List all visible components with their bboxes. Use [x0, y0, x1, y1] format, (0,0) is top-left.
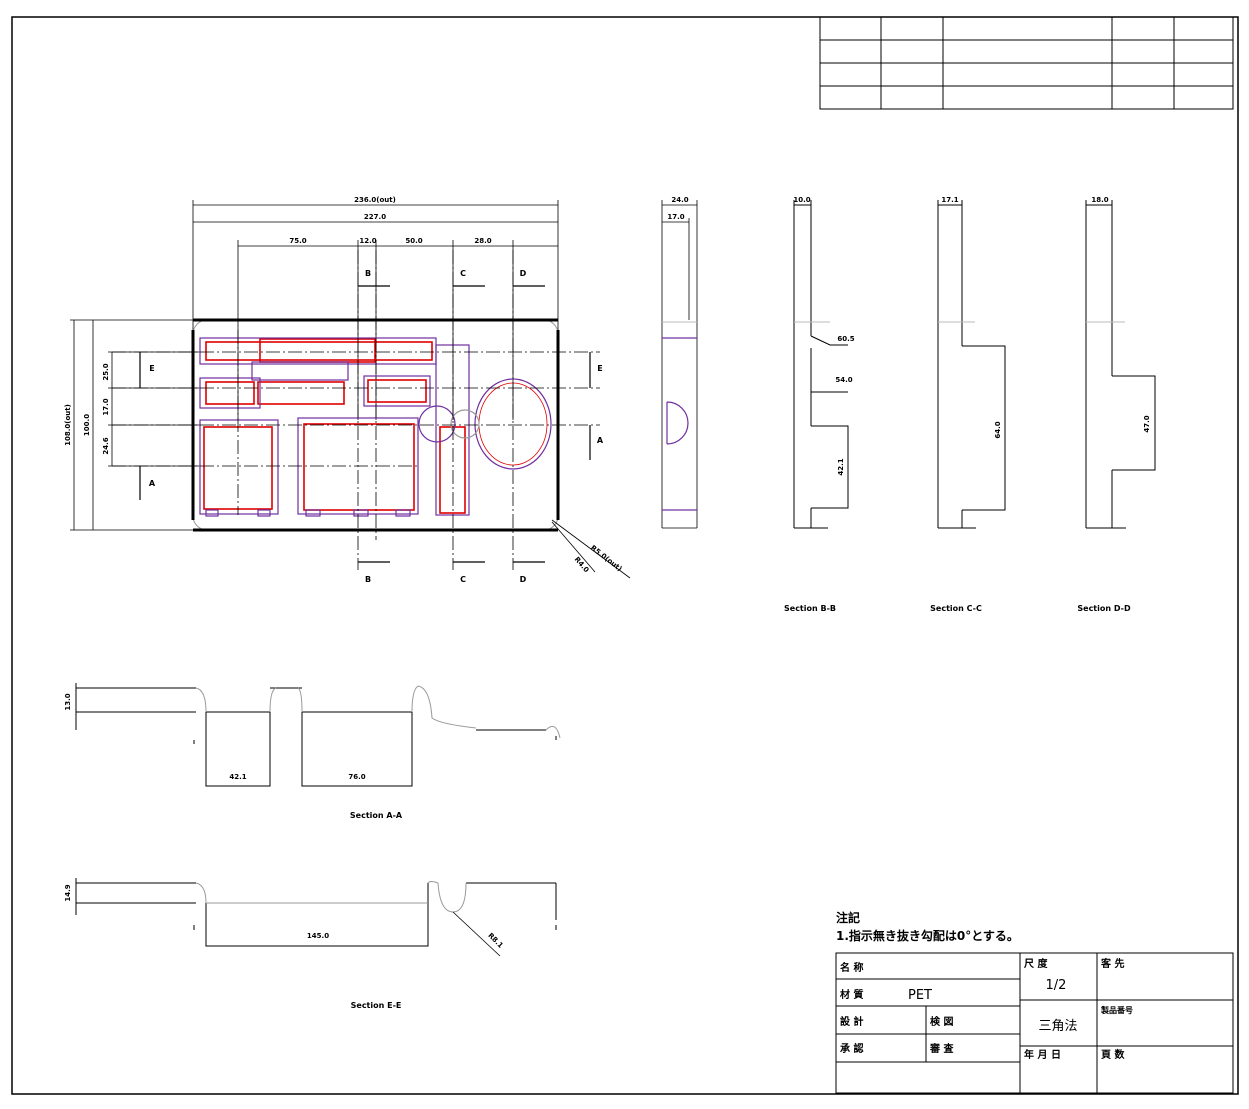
dim-75: 75.0	[289, 237, 306, 245]
tb-method-value: 三角法	[1038, 1019, 1077, 1034]
section-bb-dim-60: 60.5	[837, 335, 854, 343]
section-mark-a-left: A	[149, 479, 156, 488]
section-aa-dim-42: 42.1	[229, 773, 246, 781]
main-plan-view: 236.0(out) 227.0 75.0 12.0 50.0 28.0 108…	[64, 196, 631, 584]
tb-design-label: 設 計	[840, 1015, 863, 1028]
dim-height-out: 108.0(out)	[64, 404, 72, 446]
section-cc: 17.1 64.0 Section C-C	[930, 196, 1006, 613]
tb-check2-label: 審 査	[929, 1042, 954, 1055]
tb-drawing-no-label: 製品番号	[1100, 1005, 1133, 1015]
section-dd-dim-47: 47.0	[1143, 415, 1151, 432]
dim-50: 50.0	[405, 237, 422, 245]
section-mark-d-top: D	[520, 269, 527, 278]
side-dim-17: 17.0	[667, 213, 684, 221]
section-ee-dim-r8: R8.1	[486, 931, 504, 949]
section-aa-caption: Section A-A	[350, 811, 403, 820]
section-aa-dim-13: 13.0	[64, 693, 72, 710]
notes-line-1: 1.指示無き抜き勾配は0°とする。	[836, 928, 1019, 943]
section-bb-dim-42: 42.1	[837, 458, 845, 475]
dim-12: 12.0	[359, 237, 376, 245]
section-mark-a-right: A	[597, 436, 604, 445]
section-aa-dim-76: 76.0	[348, 773, 365, 781]
tb-customer-label: 客 先	[1100, 957, 1124, 970]
section-ee-caption: Section E-E	[351, 1001, 402, 1010]
tb-name-label: 名 称	[840, 961, 863, 974]
notes-title: 注記	[836, 910, 860, 925]
tb-scale-label: 尺 度	[1024, 957, 1048, 970]
section-aa: 13.0 42.1 76.0 Section A-A	[64, 683, 561, 820]
section-bb-caption: Section B-B	[784, 604, 836, 613]
dim-25: 25.0	[102, 363, 110, 380]
section-bb: 10.0 60.5 54.0 42.1 Section B-B	[784, 196, 855, 613]
tb-check-label: 検 図	[930, 1015, 953, 1028]
dim-28: 28.0	[474, 237, 491, 245]
section-mark-e-right: E	[597, 364, 602, 373]
tb-date-label: 年 月 日	[1024, 1048, 1061, 1061]
tb-material-value: PET	[908, 988, 932, 1003]
section-bb-dim-top: 10.0	[793, 196, 810, 204]
section-mark-b-top: B	[365, 269, 371, 278]
side-view: 24.0 17.0	[661, 196, 698, 529]
dim-17: 17.0	[102, 398, 110, 415]
section-ee-dim-145: 145.0	[307, 932, 329, 940]
section-mark-d-bottom: D	[520, 575, 527, 584]
dim-24-6: 24.6	[102, 437, 110, 454]
dim-corner: R4.0	[573, 555, 591, 574]
dim-height: 100.0	[83, 414, 91, 436]
tb-approve-label: 承 認	[840, 1042, 863, 1055]
tb-page-label: 頁 数	[1101, 1048, 1125, 1061]
dim-corner-out: R5.0(out)	[589, 544, 623, 573]
section-ee: 14.9 145.0 R8.1 Section E-E	[64, 878, 557, 1010]
section-cc-dim-top: 17.1	[941, 196, 958, 204]
section-cc-dim-64: 64.0	[994, 421, 1002, 438]
notes: 注記 1.指示無き抜き勾配は0°とする。	[836, 910, 1019, 943]
dim-width-out: 236.0(out)	[354, 196, 396, 204]
sheet-border	[11, 16, 1239, 1095]
section-ee-dim-14: 14.9	[64, 884, 72, 901]
revision-table	[819, 16, 1234, 110]
dim-width: 227.0	[364, 213, 386, 221]
section-dd-dim-top: 18.0	[1091, 196, 1108, 204]
title-block: 名 称 材 質 PET 設 計 検 図 承 認 審 査 尺 度 1/2 三角法 …	[835, 952, 1234, 1094]
section-mark-e-left: E	[149, 364, 154, 373]
section-dd-caption: Section D-D	[1077, 604, 1131, 613]
tb-material-label: 材 質	[840, 988, 863, 1001]
section-cc-caption: Section C-C	[930, 604, 982, 613]
section-bb-dim-54: 54.0	[835, 376, 852, 384]
tb-scale-value: 1/2	[1046, 978, 1067, 993]
section-mark-c-top: C	[460, 269, 466, 278]
section-mark-b-bottom: B	[365, 575, 371, 584]
section-dd: 18.0 47.0 Section D-D	[1077, 196, 1156, 613]
side-dim-24: 24.0	[671, 196, 688, 204]
section-mark-c-bottom: C	[460, 575, 466, 584]
